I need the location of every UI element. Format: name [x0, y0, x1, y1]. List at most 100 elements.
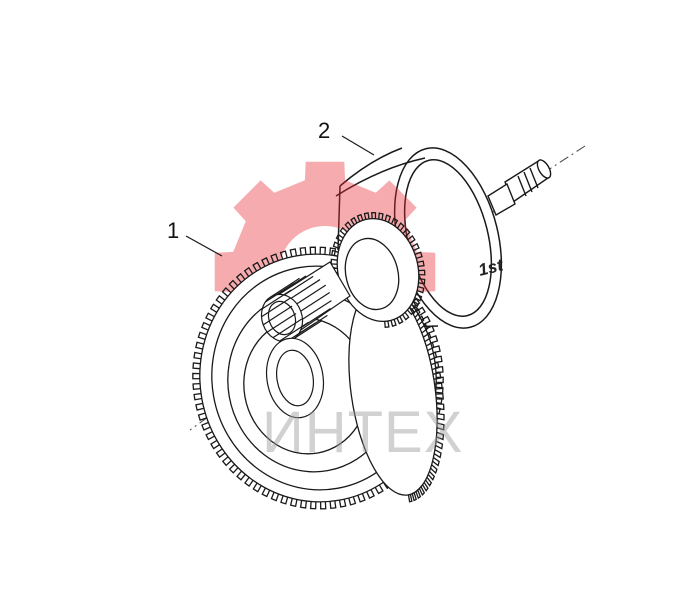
gear-tooth [338, 499, 347, 508]
gear-tooth [197, 412, 207, 421]
gear-tooth [433, 449, 442, 459]
gear-tooth [299, 246, 307, 256]
spline-ridge [262, 305, 293, 326]
gear-tooth [436, 376, 444, 384]
gear-tooth [205, 431, 215, 441]
gear-tooth [221, 286, 232, 297]
gear-tooth [435, 386, 444, 394]
gear-tooth [228, 463, 239, 474]
gear-tooth [374, 484, 384, 495]
spline-ridge [261, 297, 291, 318]
gear-tooth [270, 253, 279, 263]
gear-tooth [422, 482, 429, 492]
gear-tooth [210, 439, 220, 450]
gear-tooth [435, 393, 444, 400]
gear-tooth [418, 278, 426, 285]
gear-tooth [407, 234, 416, 244]
gear-tooth [401, 311, 410, 321]
gear-tooth [243, 266, 254, 277]
gear-tooth [244, 476, 254, 488]
splined-hub-lower [265, 337, 325, 419]
gear-tooth [200, 321, 211, 331]
spline-ridge [279, 321, 309, 342]
gear-tooth [412, 307, 421, 318]
gear-tooth [371, 211, 377, 219]
gear-tooth [205, 312, 215, 322]
gear-tooth [357, 493, 366, 503]
intermediate-gear-teeth [375, 277, 445, 503]
gear-tooth [423, 332, 432, 343]
spline-ridge [272, 318, 303, 339]
gear-tooth [215, 294, 226, 305]
gear-tooth [411, 300, 420, 310]
gear-tooth [339, 226, 348, 236]
gear-tooth [421, 315, 431, 325]
watermark-text: ИНТЕХ [262, 400, 463, 465]
gear-tooth [319, 501, 327, 510]
gear-tooth [344, 221, 353, 230]
gear-tooth [348, 496, 357, 506]
gear-tooth [432, 456, 440, 467]
gear-tooth [261, 257, 270, 267]
gear-tooth [427, 470, 436, 481]
gear-tooth [192, 362, 201, 370]
gear-tooth [406, 306, 415, 316]
gear-tooth [436, 412, 445, 421]
spline-ridge [302, 300, 332, 320]
gear-tooth [279, 250, 288, 260]
gear-tooth [428, 351, 438, 361]
gear-tooth [407, 494, 413, 503]
spline-ridge [296, 284, 327, 305]
gear-tooth [192, 372, 200, 380]
gear-tooth [434, 355, 443, 364]
spline-ridge [266, 312, 297, 333]
spline-ridge [270, 277, 300, 298]
gear-tooth [436, 431, 445, 441]
splined-hub-upper [260, 261, 351, 343]
gear-tooth [252, 482, 262, 493]
gear-tooth [330, 258, 338, 265]
intermediate-gear [348, 277, 445, 503]
gear-tooth [416, 286, 425, 294]
gear-tooth [366, 489, 375, 499]
spline-ridge [276, 275, 307, 296]
gear-tooth [411, 492, 417, 502]
gear-tooth [396, 316, 404, 325]
gear-tooth [329, 500, 337, 510]
gear-tooth [378, 212, 384, 220]
gear-tooth [384, 214, 392, 223]
gear-tooth [363, 212, 370, 220]
gear-tooth [429, 335, 439, 344]
gear-tooth [221, 456, 232, 467]
callout-part-2: 2 [318, 118, 330, 143]
leader-lines [185, 135, 375, 257]
gear-tooth [195, 341, 204, 350]
gear-tooth [252, 261, 262, 272]
gear-tooth [201, 421, 211, 431]
gear-tooth [335, 233, 344, 242]
gear-tooth [416, 314, 425, 326]
gear-tooth [418, 486, 426, 497]
gear-tooth [195, 402, 205, 411]
gear-tooth [193, 392, 202, 401]
gear-tooth [430, 361, 440, 371]
gear-tooth [319, 246, 327, 255]
spline-ridge [290, 279, 321, 299]
gear-tooth [390, 319, 397, 327]
gear-tooth [414, 251, 423, 259]
gear-tooth [414, 293, 423, 302]
spline-ridge [293, 319, 323, 340]
gear-tooth [411, 242, 420, 252]
gear-tooth [436, 422, 445, 431]
output-shaft [487, 158, 552, 217]
gear-tooth [197, 331, 207, 341]
gear-tooth [356, 213, 364, 222]
gear-tooth [261, 487, 271, 498]
callout-part-1: 1 [167, 218, 179, 243]
gear-tooth [435, 440, 444, 450]
gear-tooth [417, 260, 425, 268]
gear-tooth [431, 345, 441, 354]
gear-tooth [309, 246, 317, 255]
gear-tooth [425, 476, 433, 487]
